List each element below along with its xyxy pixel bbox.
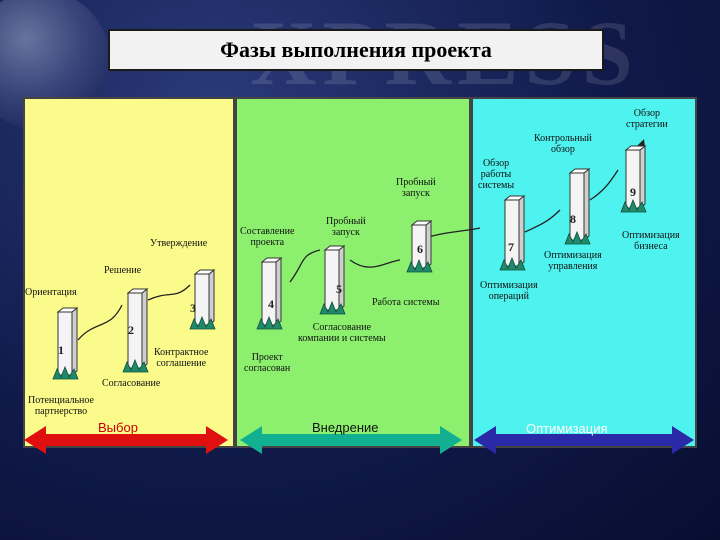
pillar-8 [564,167,591,245]
pillar-9 [620,144,647,213]
pillar-5 [319,244,346,315]
label-system-work: Работа системы [372,297,440,308]
pillar-2 [122,287,149,373]
phase-label-optimization: Оптимизация [526,421,608,436]
connector-curve [289,249,321,283]
arrow-optimization [474,426,694,454]
step-number-8: 8 [570,212,576,226]
connector-curve [77,304,123,341]
label-orientation: Ориентация [25,287,77,298]
panel-optimization [471,97,697,448]
pillar-4 [256,256,283,330]
page-title: Фазы выполнения проекта [108,29,604,71]
step-number-3: 3 [190,301,196,315]
step-number-4: 4 [268,297,274,311]
connector-curve [349,259,401,268]
arrow-selection [24,426,228,454]
step-number-1: 1 [58,343,64,357]
label-approval: Утверждение [150,238,208,249]
phase-label-selection: Выбор [98,420,138,435]
step-number-5: 5 [336,282,342,296]
arrow-implementation [240,426,462,454]
step-number-2: 2 [128,323,134,337]
pillar-3 [189,268,216,330]
label-decision: Решение [104,265,142,276]
connector-curve [589,169,619,201]
connector-curve [147,284,191,301]
label-agreement: Согласование [102,378,161,389]
step-number-6: 6 [417,242,423,256]
pillar-1 [52,306,79,380]
pillar-7 [499,194,526,271]
connector-curve [524,209,561,233]
step-number-7: 7 [508,240,514,254]
pillar-6 [406,219,433,273]
phase-label-implementation: Внедрение [312,420,379,435]
step-number-9: 9 [630,185,636,199]
